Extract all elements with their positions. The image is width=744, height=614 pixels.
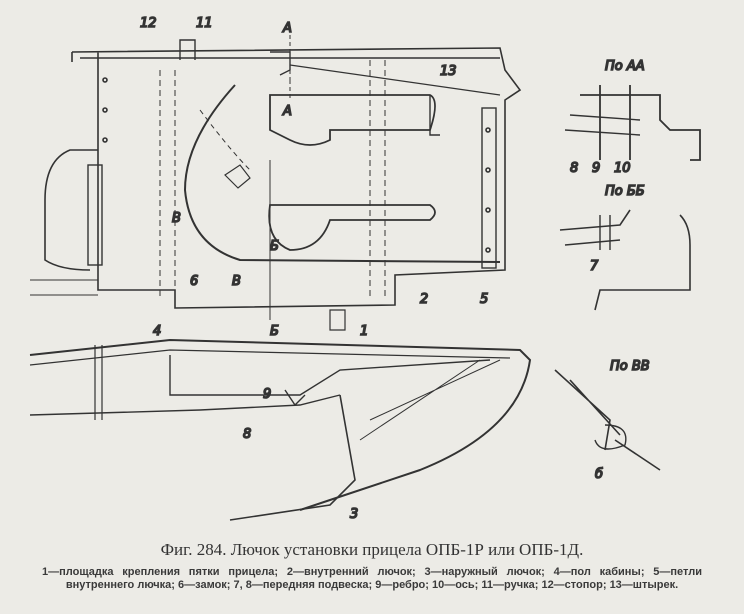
svg-text:B: B bbox=[172, 211, 181, 226]
svg-text:A: A bbox=[282, 104, 292, 119]
section-bb bbox=[559, 209, 691, 311]
svg-text:Б: Б bbox=[270, 239, 279, 254]
svg-text:12: 12 bbox=[140, 16, 157, 31]
svg-text:6: 6 bbox=[190, 274, 198, 289]
svg-text:13: 13 bbox=[440, 64, 457, 79]
labels: 12 11 A A 13 B 6 B Б Б 2 5 4 1 9 8 3 По … bbox=[139, 15, 650, 523]
svg-text:9: 9 bbox=[592, 161, 600, 176]
plan-view bbox=[30, 35, 522, 331]
svg-text:Б: Б bbox=[270, 324, 279, 339]
side-section bbox=[29, 338, 532, 521]
svg-text:11: 11 bbox=[196, 16, 213, 31]
svg-text:б: б bbox=[595, 467, 603, 482]
section-vv bbox=[554, 369, 661, 471]
figure-caption: Фиг. 284. Лючок установки прицела ОПБ-1Р… bbox=[0, 540, 744, 592]
svg-text:A: A bbox=[282, 21, 292, 36]
svg-text:По АА: По АА bbox=[605, 59, 645, 74]
svg-text:8: 8 bbox=[243, 427, 251, 442]
svg-text:10: 10 bbox=[614, 161, 631, 176]
figure-title: Фиг. 284. Лючок установки прицела ОПБ-1Р… bbox=[160, 540, 584, 559]
figure-legend: 1—площадка крепления пятки прицела; 2—вн… bbox=[42, 566, 702, 591]
svg-text:По ББ: По ББ bbox=[605, 184, 645, 199]
svg-text:B: B bbox=[232, 274, 241, 289]
svg-text:1: 1 bbox=[360, 324, 368, 339]
svg-text:3: 3 bbox=[350, 507, 358, 522]
svg-text:4: 4 bbox=[153, 324, 161, 339]
svg-text:2: 2 bbox=[420, 292, 428, 307]
section-aa bbox=[564, 85, 701, 161]
svg-text:По ВВ: По ВВ bbox=[610, 359, 650, 374]
svg-text:5: 5 bbox=[480, 292, 488, 307]
svg-text:8: 8 bbox=[570, 161, 578, 176]
svg-text:9: 9 bbox=[263, 387, 271, 402]
svg-text:7: 7 bbox=[590, 259, 599, 274]
technical-drawing: 12 11 A A 13 B 6 B Б Б 2 5 4 1 9 8 3 По … bbox=[29, 15, 701, 523]
